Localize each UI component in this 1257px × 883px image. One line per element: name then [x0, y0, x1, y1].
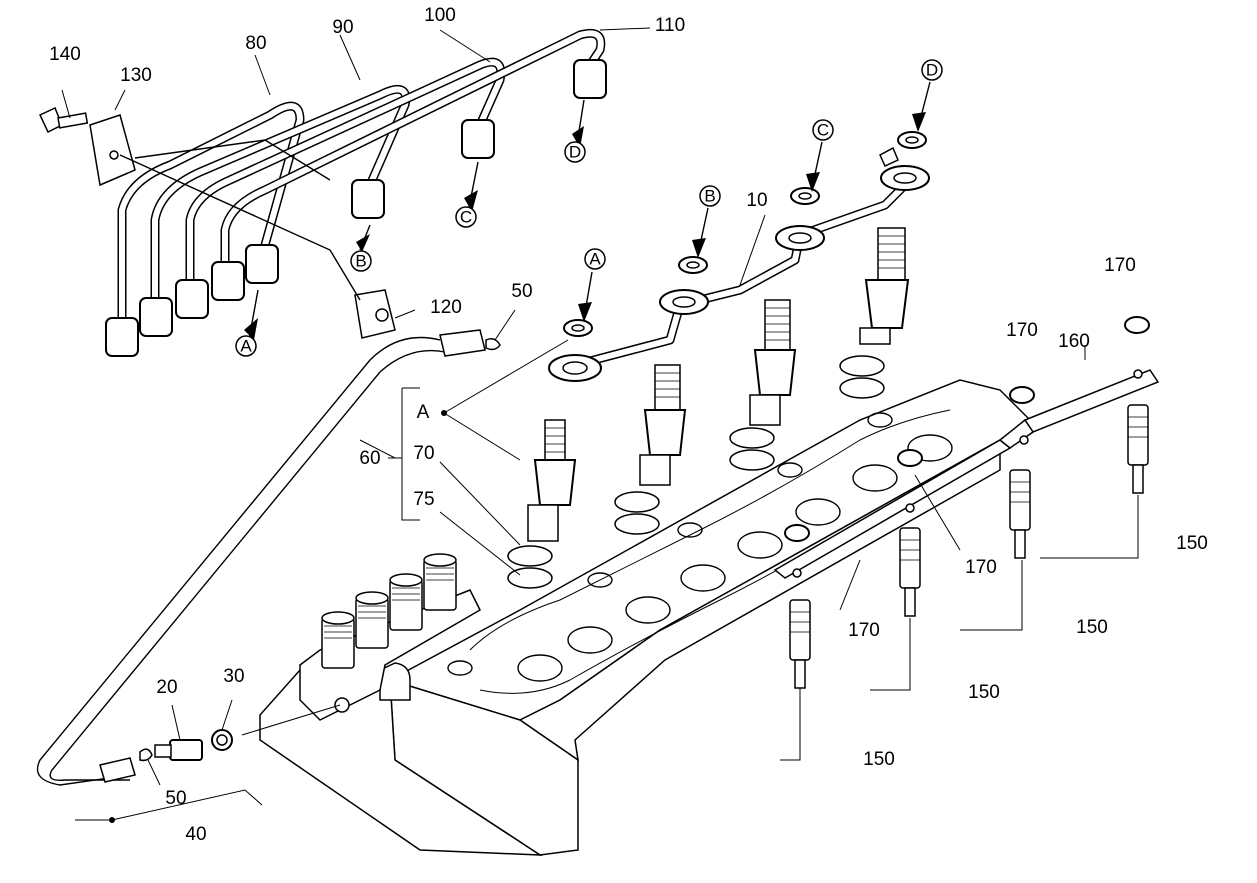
- pipe-clamps: [39, 106, 396, 339]
- injector-assembly-3: [729, 299, 797, 471]
- callout-30: 30: [223, 666, 244, 687]
- svg-text:D: D: [569, 142, 581, 161]
- callout-50-bottom: 50: [165, 788, 186, 809]
- callout-40: 40: [185, 824, 206, 845]
- svg-text:C: C: [460, 207, 472, 226]
- callout-120: 120: [430, 297, 462, 318]
- callout-150-d: 150: [863, 749, 895, 770]
- svg-text:D: D: [926, 60, 938, 79]
- callout-60: 60: [359, 448, 380, 469]
- callout-160: 160: [1058, 331, 1090, 352]
- callout-130: 130: [120, 65, 152, 86]
- svg-text:B: B: [704, 186, 715, 205]
- marker-c-upper: C: [812, 119, 834, 141]
- leak-off-pipe: [548, 146, 930, 382]
- connection-arrows: [244, 81, 931, 346]
- glow-plugs: [789, 404, 1149, 689]
- pump-delivery-valve-1: [321, 611, 355, 669]
- pump-delivery-valve-4: [423, 553, 457, 611]
- marker-b-upper: B: [699, 185, 721, 207]
- callout-150-c: 150: [968, 682, 1000, 703]
- callout-150-a: 150: [1176, 533, 1208, 554]
- svg-text:B: B: [355, 251, 366, 270]
- callout-70: 70: [413, 443, 434, 464]
- svg-text:A: A: [589, 249, 601, 268]
- callout-170-c: 170: [965, 557, 997, 578]
- marker-c-lower: C: [455, 206, 477, 228]
- injector-assembly-2: [614, 364, 687, 535]
- callout-20: 20: [156, 677, 177, 698]
- callout-170-a: 170: [1104, 255, 1136, 276]
- marker-b-lower: B: [350, 250, 372, 272]
- callout-10: 10: [746, 190, 767, 211]
- pump-banjo-bolt: [334, 697, 350, 713]
- marker-a-lower: A: [235, 335, 257, 357]
- fuel-return-line: [36, 329, 501, 786]
- pump-delivery-valve-2: [355, 591, 389, 649]
- callout-100: 100: [424, 5, 456, 26]
- callout-170-b: 170: [1006, 320, 1038, 341]
- svg-text:C: C: [817, 120, 829, 139]
- svg-text:A: A: [240, 336, 252, 355]
- marker-d-upper: D: [921, 59, 943, 81]
- callout-50-top: 50: [511, 281, 532, 302]
- marker-a-upper: A: [584, 248, 606, 270]
- high-pressure-pipes: [105, 28, 607, 357]
- head-port-circles: [447, 412, 953, 682]
- leader-lines: [61, 27, 1139, 823]
- callout-80: 80: [245, 33, 266, 54]
- callout-90: 90: [332, 17, 353, 38]
- callout-labels: 140 130 80 90 100 110 10 120 50 A 60 70 …: [49, 5, 1208, 845]
- injection-pump: [299, 553, 481, 721]
- injector-assembly-1: [507, 419, 577, 589]
- pump-delivery-valve-3: [389, 573, 423, 631]
- callout-140: 140: [49, 44, 81, 65]
- callout-75: 75: [413, 489, 434, 510]
- callout-110: 110: [655, 15, 685, 36]
- marker-d-lower: D: [564, 141, 586, 163]
- callout-150-b: 150: [1076, 617, 1108, 638]
- busbar-nuts: [784, 316, 1150, 542]
- callout-170-d: 170: [848, 620, 880, 641]
- group-label-a: A: [417, 402, 430, 423]
- glow-plug-busbar: [773, 369, 1160, 579]
- injector-assembly-4: [839, 227, 910, 399]
